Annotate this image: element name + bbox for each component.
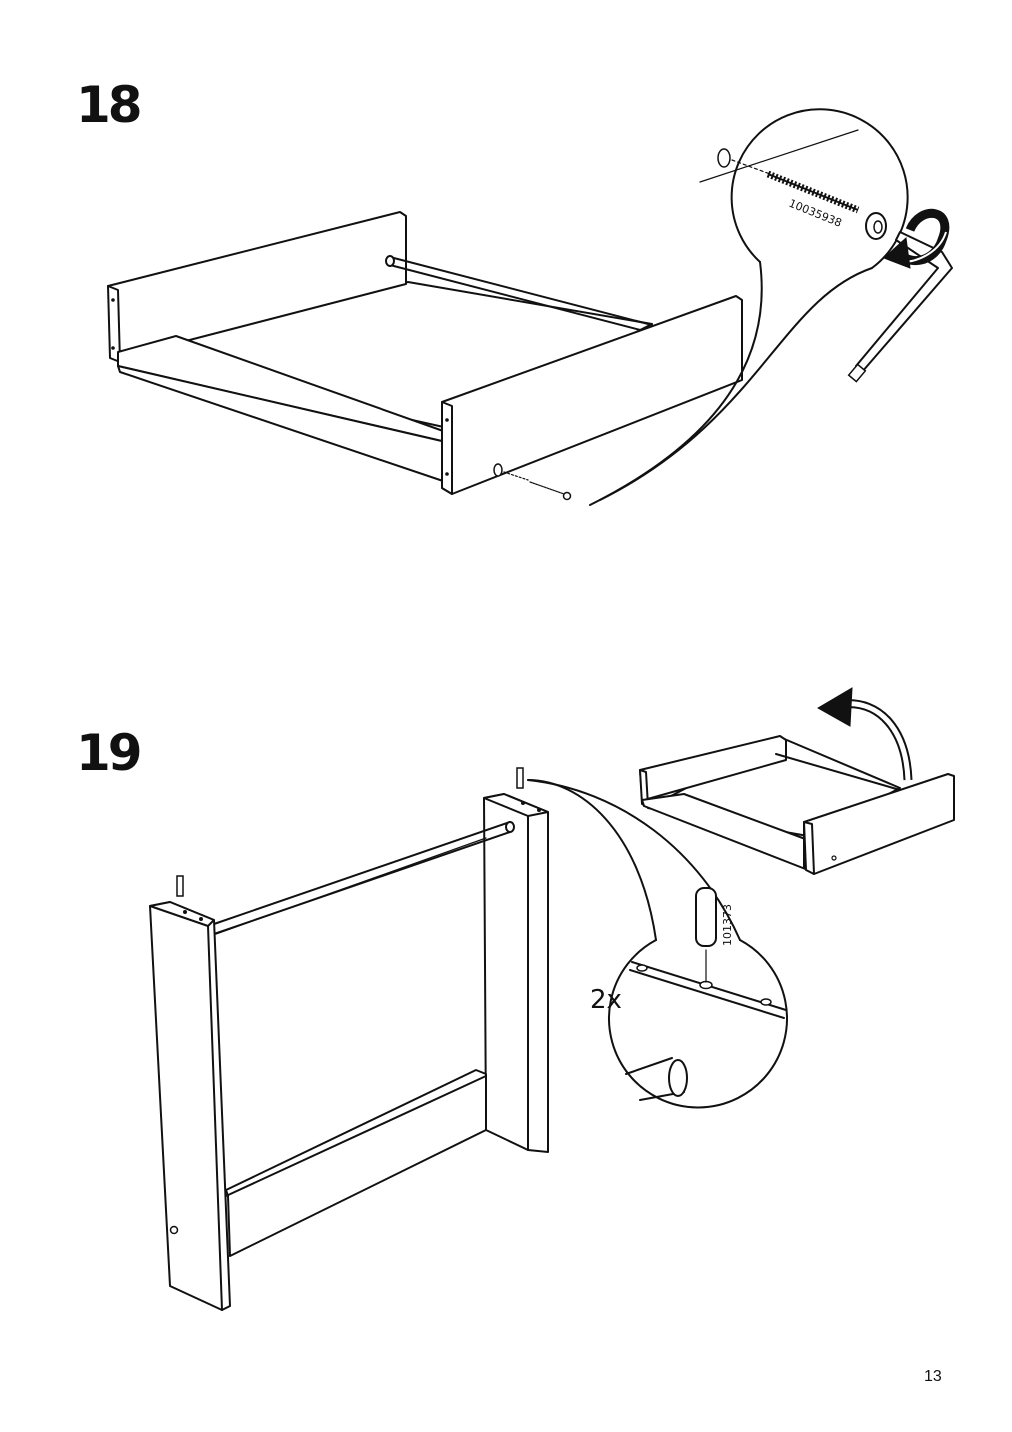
step-number-18: 18 <box>76 76 143 134</box>
rotate-arrow-icon <box>883 209 950 269</box>
flip-arrow-icon <box>816 687 913 781</box>
wooden-dowel-icon <box>176 767 524 897</box>
part-code-19: 101373 <box>721 904 734 946</box>
page-number: 13 <box>924 1368 942 1385</box>
dowel-detail-callout: 101373 2x <box>527 779 788 1109</box>
dowel-large-icon <box>695 887 717 947</box>
drawer-frame-drawing <box>107 211 743 501</box>
step-number-19: 19 <box>76 724 143 782</box>
quantity-label: 2x <box>590 985 622 1015</box>
screw-icon <box>766 170 887 240</box>
end-frame-drawing <box>149 767 549 1311</box>
drawer-preview-drawing <box>639 735 955 875</box>
screw-detail-callout: 10035938 <box>589 108 953 506</box>
